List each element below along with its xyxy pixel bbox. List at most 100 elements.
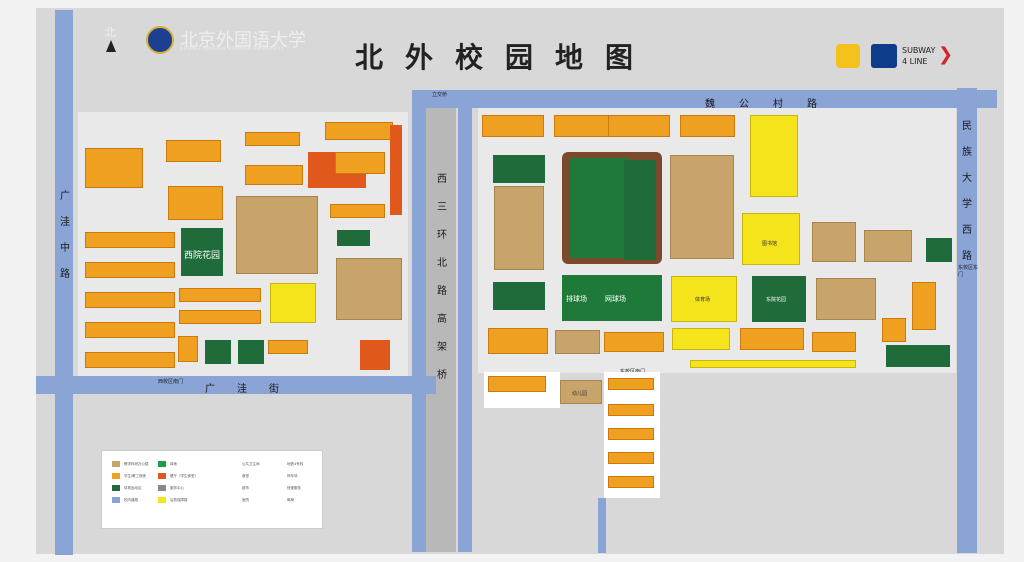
building-e18: [812, 332, 856, 352]
legend-swatch-sports: [112, 485, 120, 491]
legend-swatch-green: [158, 461, 166, 467]
north-arrow-icon: [106, 40, 116, 52]
building-e1: [482, 115, 544, 137]
legend-text-12: 医院: [242, 498, 249, 502]
legend-text-6: 餐厅（学生食堂）: [170, 474, 198, 478]
legend-swatch-canteen: [158, 473, 166, 479]
legend-text-14: 停车场: [287, 474, 298, 478]
building-e11: [882, 318, 906, 342]
tennis-label: 网球场: [605, 295, 626, 303]
east-garden-label: 东院花园: [766, 297, 787, 303]
legend-text-4: 校内道路: [124, 498, 138, 502]
legend-text-10: 食堂: [242, 474, 249, 478]
sports-ground-label: 体育场: [695, 297, 711, 303]
north-label: 北: [105, 26, 116, 39]
building-e15: [604, 332, 664, 352]
road-label-weigongcun: 魏公村路: [705, 99, 841, 110]
chevron-right-icon: ❯: [938, 44, 954, 65]
road-xisanhuan-overpass: [426, 90, 456, 552]
building-w21: [268, 340, 308, 354]
library-east-label: 图书馆: [762, 241, 778, 247]
building-w13: [245, 132, 300, 146]
building-e7: [670, 155, 734, 259]
legend-text-8: 后勤保障楼: [170, 498, 188, 502]
sports-e3: [926, 238, 952, 262]
building-w4: [85, 292, 175, 308]
road-west-outer: [55, 10, 73, 555]
building-w7: [166, 140, 221, 162]
university-logo: [146, 26, 174, 54]
sports-field-a-label: 排球场: [566, 295, 587, 303]
building-e4: [680, 115, 735, 137]
legend-text-15: 快递服务: [287, 486, 301, 490]
gate-east-east: 东校区东门: [958, 265, 979, 278]
road-label-xisanhuan: 西三环北路高架桥: [437, 174, 447, 381]
building-w16: [335, 152, 385, 174]
legend-text-1: 教学科研办公楼: [124, 462, 149, 466]
building-w5: [85, 322, 175, 338]
building-w11: [179, 310, 261, 324]
building-w20: [270, 283, 316, 323]
sports-w2: [205, 340, 231, 364]
university-name-cn: 北京外国语大学: [180, 30, 306, 51]
building-w3: [85, 262, 175, 278]
gate-west-south: 西校区南门: [158, 379, 184, 385]
building-e17: [740, 328, 804, 350]
road-label-overpass: 立交桥: [432, 92, 448, 98]
football-field: [570, 158, 630, 258]
building-e22: [608, 404, 654, 416]
building-e3: [608, 115, 670, 137]
subway-line2: 4 LINE: [902, 57, 928, 66]
building-e19: [690, 360, 856, 368]
building-w22: [178, 336, 198, 362]
building-w23: [360, 340, 390, 370]
library-east: [742, 213, 800, 265]
sports-e4: [886, 345, 950, 367]
building-e16: [672, 328, 730, 350]
subway-line1: SUBWAY: [902, 46, 936, 55]
sports-w3: [238, 340, 264, 364]
sports-e2: [493, 282, 545, 310]
building-w14: [325, 122, 393, 140]
legend-text-11: 超市: [242, 486, 249, 490]
legend-text-13: 地铁4号线: [287, 462, 304, 466]
building-e13: [488, 328, 548, 354]
building-w10: [179, 288, 261, 302]
building-e25: [608, 476, 654, 488]
building-e21: [608, 378, 654, 390]
building-e6: [494, 186, 544, 270]
building-e23: [608, 428, 654, 440]
kindergarten-label: 幼儿园: [572, 391, 588, 397]
university-name-en: BEIJING FOREIGN STUDIES UNIVERSITY: [180, 47, 285, 52]
building-w1: [85, 148, 143, 188]
bus-icon: [836, 44, 860, 68]
legend-text-5: 绿地: [170, 462, 177, 466]
page-title: 北外校园地图: [355, 41, 656, 74]
road-label-guangwai-west: 广洼中路: [60, 191, 70, 280]
legend-text-7: 服务中心: [170, 486, 184, 490]
legend-swatch-service: [158, 485, 166, 491]
building-e12: [912, 282, 936, 330]
subway-icon: [871, 44, 897, 68]
building-e2: [554, 115, 616, 137]
building-w19: [336, 258, 402, 320]
sports-w1: [337, 230, 370, 246]
road-east-inner: [598, 498, 606, 553]
legend-swatch-logistics: [158, 497, 166, 503]
road-minzu: [957, 88, 977, 553]
road-guangwaijie: [36, 376, 436, 394]
sports-ground: [671, 276, 737, 322]
building-w6: [85, 352, 175, 368]
legend-text-3: 体育运动区: [124, 486, 142, 490]
building-w17: [390, 125, 402, 215]
building-e9: [864, 230, 912, 262]
road-label-guangwaijie: 广洼街: [205, 384, 301, 395]
map-legend: 教学科研办公楼 学生/教工宿舍 体育运动区 校内道路 绿地 餐厅（学生食堂） 服…: [101, 450, 323, 529]
legend-text-16: 邮局: [287, 498, 294, 502]
road-west-sanhuan: [412, 90, 426, 552]
building-w12: [245, 165, 303, 185]
west-garden-label: 西院花园: [184, 251, 221, 261]
building-e5: [750, 115, 798, 197]
legend-text-9: 公共卫生间: [242, 462, 260, 466]
